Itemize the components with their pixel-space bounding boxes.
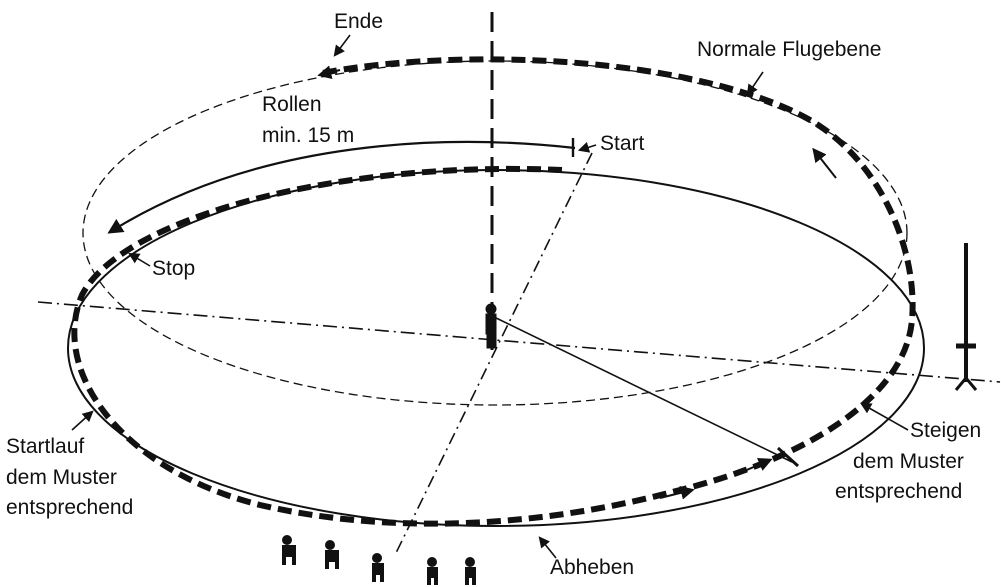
label-normale-flugebene: Normale Flugebene: [697, 38, 881, 61]
arrow-icon: [741, 457, 773, 473]
normal-flight-ellipse: [82, 60, 908, 406]
radius-line: [491, 315, 793, 463]
radius-tick: [776, 446, 800, 468]
spectator-icon: [372, 553, 384, 582]
pole-icon: [954, 243, 978, 391]
label-rollen-min: min. 15 m: [262, 124, 354, 147]
startlauf-pointer: [71, 410, 94, 431]
arrow-icon: [317, 65, 341, 80]
stop-pointer: [128, 252, 151, 267]
label-startlauf-entsprechend: entsprechend: [6, 496, 133, 519]
start-pointer: [577, 141, 597, 153]
steigen-pointer: [860, 402, 909, 431]
arrow-icon: [812, 147, 837, 179]
spectator-icon: [465, 557, 476, 585]
label-steigen-muster: dem Muster: [853, 450, 964, 473]
label-start: Start: [600, 132, 645, 155]
flugebene-pointer: [746, 71, 764, 96]
label-abheben: Abheben: [550, 556, 634, 579]
thick-flight-path: [71, 56, 916, 527]
label-rollen: Rollen: [262, 93, 322, 116]
label-ende: Ende: [334, 10, 383, 33]
label-steigen-entsprechend: entsprechend: [835, 480, 962, 503]
label-startlauf: Startlauf: [6, 435, 84, 458]
label-stop: Stop: [152, 257, 195, 280]
ende-pointer: [333, 34, 351, 57]
diagonal-axis: [394, 152, 593, 556]
spectator-icon: [325, 540, 339, 569]
label-startlauf-muster: dem Muster: [6, 466, 117, 489]
spectator-icon: [282, 535, 296, 565]
spectator-icon: [427, 557, 438, 585]
arrow-icon: [659, 485, 695, 500]
pilot-figure-icon: [485, 303, 497, 349]
rolling-arc: [107, 140, 576, 234]
horizontal-axis: [37, 301, 1001, 383]
abheben-pointer: [538, 536, 557, 559]
label-steigen: Steigen: [910, 419, 981, 442]
